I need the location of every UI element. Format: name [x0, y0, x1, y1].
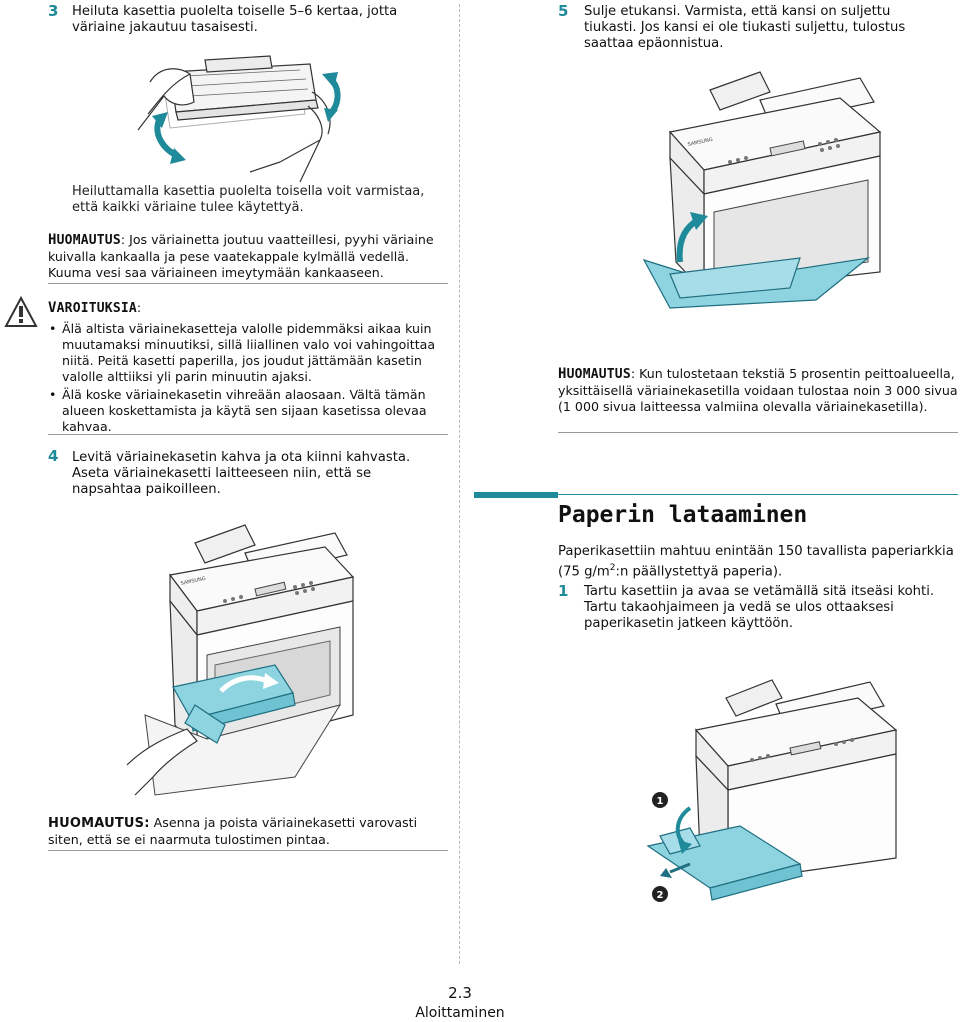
- step-number-1: 1: [558, 582, 569, 600]
- paper-intro: Paperikasettiin mahtuu enintään 150 tava…: [558, 544, 954, 580]
- callout-1: 1: [657, 796, 664, 807]
- note-careful-insertion: HUOMAUTUS: Asenna ja poista väriainekase…: [48, 815, 418, 847]
- insert-cartridge-illustration: SAMSUNG: [126, 524, 355, 796]
- step-number-3: 3: [48, 2, 59, 20]
- shake-caption: Heiluttamalla kasettia puolelta toisella…: [72, 184, 425, 215]
- close-front-cover-illustration: SAMSUNG: [642, 71, 882, 309]
- note-toner-clothes: HUOMAUTUS: Jos väriainetta joutuu vaatte…: [48, 232, 434, 280]
- callout-2: 2: [657, 890, 664, 901]
- note-3-label: HUOMAUTUS: [558, 366, 631, 382]
- warning-triangle-icon: [4, 296, 38, 327]
- note-2-rule: [48, 850, 448, 851]
- note-page-yield: HUOMAUTUS: Kun tulostetaan tekstiä 5 pro…: [558, 366, 958, 414]
- note-3-rule: [558, 432, 958, 433]
- note-rule: [48, 283, 448, 284]
- section-accent-bar: [474, 492, 558, 498]
- section-title: Paperin lataaminen: [558, 502, 808, 528]
- warning-block: VAROITUKSIA: Älä altista väriainekasette…: [48, 300, 452, 437]
- step-number-5: 5: [558, 2, 569, 20]
- paper-tray-illustration: 1 2: [646, 679, 898, 902]
- step-1-text: Tartu kasettiin ja avaa se vetämällä sit…: [584, 584, 935, 631]
- page-number: 2.3: [448, 984, 472, 1002]
- note-label: HUOMAUTUS: [48, 232, 121, 248]
- note-2-label: HUOMAUTUS:: [48, 816, 150, 831]
- warning-item-light: Älä altista väriainekasetteja valolle pi…: [48, 321, 452, 385]
- warning-item-green-part: Älä koske väriainekasetin vihreään alaos…: [48, 387, 452, 435]
- warning-label: VAROITUKSIA: [48, 300, 137, 316]
- brand-label: SAMSUNG: [180, 576, 206, 587]
- section-name: Aloittaminen: [415, 1005, 505, 1021]
- step-number-4: 4: [48, 447, 59, 465]
- brand-label-2: SAMSUNG: [687, 137, 713, 148]
- warning-rule: [48, 434, 448, 435]
- column-divider: [459, 4, 460, 964]
- section-rule: [558, 494, 958, 495]
- shake-cartridge-illustration: [137, 55, 341, 183]
- step-4-text: Levitä väriainekasetin kahva ja ota kiin…: [72, 450, 411, 497]
- step-3-text: Heiluta kasettia puolelta toiselle 5–6 k…: [72, 4, 398, 35]
- step-5-text: Sulje etukansi. Varmista, että kansi on …: [584, 4, 906, 51]
